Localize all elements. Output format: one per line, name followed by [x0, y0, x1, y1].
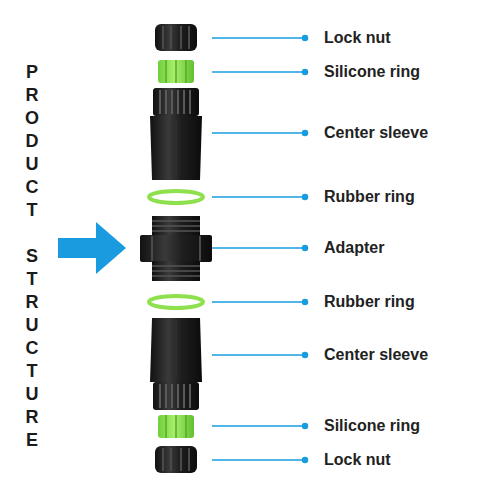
adapter	[140, 216, 212, 281]
part-name: Rubber ring	[324, 188, 415, 206]
part-name: Silicone ring	[324, 417, 420, 435]
part-name: Silicone ring	[324, 63, 420, 81]
silicone-ring	[158, 60, 194, 83]
lock-nut	[155, 446, 197, 473]
silicone-ring	[158, 415, 194, 438]
part-name: Center sleeve	[324, 346, 428, 364]
part-name: Center sleeve	[324, 124, 428, 142]
leader-lines	[212, 36, 308, 463]
rubber-ring	[149, 191, 203, 203]
part-name: Adapter	[324, 239, 384, 257]
part-name: Rubber ring	[324, 293, 415, 311]
part-name: Lock nut	[324, 29, 391, 47]
center-sleeve	[150, 318, 202, 410]
center-sleeve	[150, 88, 202, 180]
part-name: Lock nut	[324, 451, 391, 469]
pointer-arrow	[58, 222, 126, 274]
vertical-title: PRODUCT STRUCTURE	[22, 62, 42, 453]
rubber-ring	[149, 296, 203, 308]
lock-nut	[155, 24, 197, 51]
